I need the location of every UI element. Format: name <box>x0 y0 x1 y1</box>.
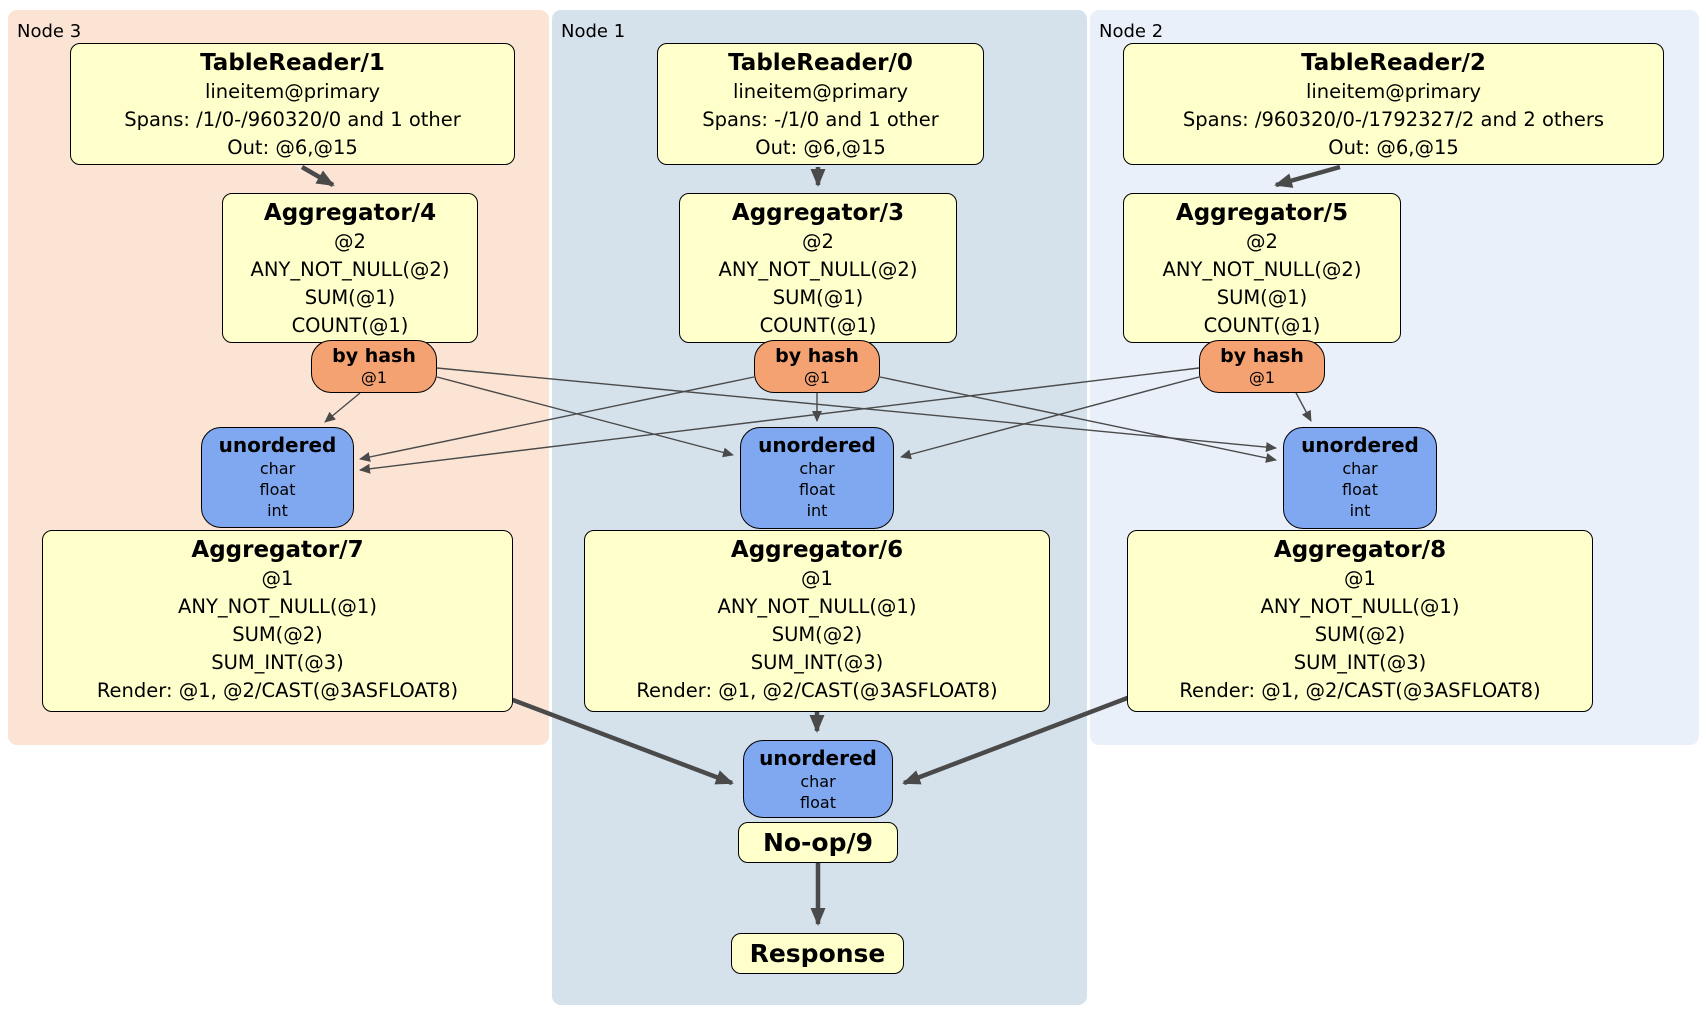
sync-line: float <box>800 793 836 812</box>
processor-line: Out: @6,@15 <box>1328 136 1459 159</box>
processor-title: Aggregator/4 <box>263 200 437 226</box>
processor-line: @1 <box>261 567 294 590</box>
router-title: by hash <box>775 345 859 367</box>
processor-line: SUM_INT(@3) <box>211 651 344 674</box>
processor-table-reader-0: TableReader/0 lineitem@primary Spans: -/… <box>657 43 984 165</box>
processor-table-reader-2: TableReader/2 lineitem@primary Spans: /9… <box>1123 43 1664 165</box>
router-by-hash-node3: by hash @1 <box>311 340 437 393</box>
processor-title: Aggregator/6 <box>730 537 904 563</box>
router-by-hash-node2: by hash @1 <box>1199 340 1325 393</box>
processor-aggregator-7: Aggregator/7 @1 ANY_NOT_NULL(@1) SUM(@2)… <box>42 530 513 712</box>
processor-line: @2 <box>802 230 834 253</box>
processor-title: TableReader/2 <box>1301 50 1486 76</box>
sync-title: unordered <box>759 746 877 770</box>
processor-title: Aggregator/3 <box>731 200 905 226</box>
sync-line: char <box>800 772 836 791</box>
processor-line: @1 <box>801 567 833 590</box>
processor-line: SUM_INT(@3) <box>1293 651 1427 674</box>
router-line: @1 <box>1248 368 1276 387</box>
processor-line: @2 <box>1246 230 1278 253</box>
processor-line: ANY_NOT_NULL(@1) <box>717 595 917 618</box>
router-line: @1 <box>803 368 831 387</box>
processor-line: ANY_NOT_NULL(@2) <box>718 258 918 281</box>
processor-line: Render: @1, @2/CAST(@3ASFLOAT8) <box>636 679 998 702</box>
processor-title: Aggregator/7 <box>191 537 364 563</box>
processor-line: Spans: -/1/0 and 1 other <box>702 108 939 131</box>
processor-line: Render: @1, @2/CAST(@3ASFLOAT8) <box>1179 679 1541 702</box>
sync-line: char <box>259 459 296 478</box>
processor-line: Out: @6,@15 <box>755 136 886 159</box>
router-by-hash-node1: by hash @1 <box>754 340 880 393</box>
processor-title: TableReader/0 <box>728 50 913 76</box>
sync-line: int <box>267 501 288 520</box>
processor-aggregator-4: Aggregator/4 @2 ANY_NOT_NULL(@2) SUM(@1)… <box>222 193 478 343</box>
processor-line: @2 <box>334 230 366 253</box>
processor-title: Aggregator/8 <box>1273 537 1447 563</box>
processor-line: COUNT(@1) <box>1203 314 1321 337</box>
processor-table-reader-1: TableReader/1 lineitem@primary Spans: /1… <box>70 43 515 165</box>
processor-line: SUM(@2) <box>232 623 323 646</box>
processor-title: Response <box>749 939 886 968</box>
processor-line: Render: @1, @2/CAST(@3ASFLOAT8) <box>96 679 459 702</box>
processor-no-op-9: No-op/9 <box>738 822 898 863</box>
sync-title: unordered <box>1301 433 1419 457</box>
processor-line: SUM(@1) <box>772 286 864 309</box>
processor-line: SUM_INT(@3) <box>750 651 884 674</box>
processor-response: Response <box>731 933 904 974</box>
processor-aggregator-8: Aggregator/8 @1 ANY_NOT_NULL(@1) SUM(@2)… <box>1127 530 1593 712</box>
panel-node-1-label: Node 1 <box>561 21 626 42</box>
sync-line: float <box>259 480 296 499</box>
sync-line: char <box>799 459 835 478</box>
processor-line: SUM(@2) <box>1314 623 1406 646</box>
processor-title: TableReader/1 <box>200 50 385 76</box>
processor-line: ANY_NOT_NULL(@1) <box>178 595 377 618</box>
panel-node-3-label: Node 3 <box>17 21 82 42</box>
processor-line: lineitem@primary <box>732 80 909 103</box>
processor-line: ANY_NOT_NULL(@1) <box>1260 595 1460 618</box>
processor-aggregator-3: Aggregator/3 @2 ANY_NOT_NULL(@2) SUM(@1)… <box>679 193 957 343</box>
processor-line: Out: @6,@15 <box>227 136 358 159</box>
sync-unordered-node3: unordered char float int <box>201 427 354 528</box>
router-title: by hash <box>1220 345 1304 367</box>
router-title: by hash <box>332 345 416 367</box>
processor-line: lineitem@primary <box>204 80 381 103</box>
sync-title: unordered <box>218 433 337 457</box>
sync-line: int <box>806 501 828 520</box>
sync-unordered-final: unordered char float <box>743 740 893 818</box>
processor-line: Spans: /960320/0-/1792327/2 and 2 others <box>1182 108 1605 131</box>
processor-line: SUM(@1) <box>1216 286 1308 309</box>
processor-line: @1 <box>1344 567 1376 590</box>
processor-title: No-op/9 <box>762 828 874 857</box>
sync-unordered-node1: unordered char float int <box>740 427 894 529</box>
processor-line: COUNT(@1) <box>291 314 409 337</box>
processor-line: SUM(@2) <box>771 623 863 646</box>
panel-node-2-label: Node 2 <box>1099 21 1164 42</box>
sync-line: char <box>1342 459 1378 478</box>
sync-line: int <box>1349 501 1371 520</box>
sync-unordered-node2: unordered char float int <box>1283 427 1437 529</box>
router-line: @1 <box>360 368 388 387</box>
processor-line: COUNT(@1) <box>759 314 877 337</box>
processor-line: lineitem@primary <box>1305 80 1482 103</box>
processor-line: Spans: /1/0-/960320/0 and 1 other <box>124 108 461 131</box>
processor-line: SUM(@1) <box>304 286 396 309</box>
processor-aggregator-5: Aggregator/5 @2 ANY_NOT_NULL(@2) SUM(@1)… <box>1123 193 1401 343</box>
sync-title: unordered <box>758 433 876 457</box>
processor-title: Aggregator/5 <box>1175 200 1349 226</box>
sync-line: float <box>799 480 835 499</box>
sync-line: float <box>1342 480 1378 499</box>
processor-line: ANY_NOT_NULL(@2) <box>250 258 450 281</box>
processor-aggregator-6: Aggregator/6 @1 ANY_NOT_NULL(@1) SUM(@2)… <box>584 530 1050 712</box>
processor-line: ANY_NOT_NULL(@2) <box>1162 258 1362 281</box>
